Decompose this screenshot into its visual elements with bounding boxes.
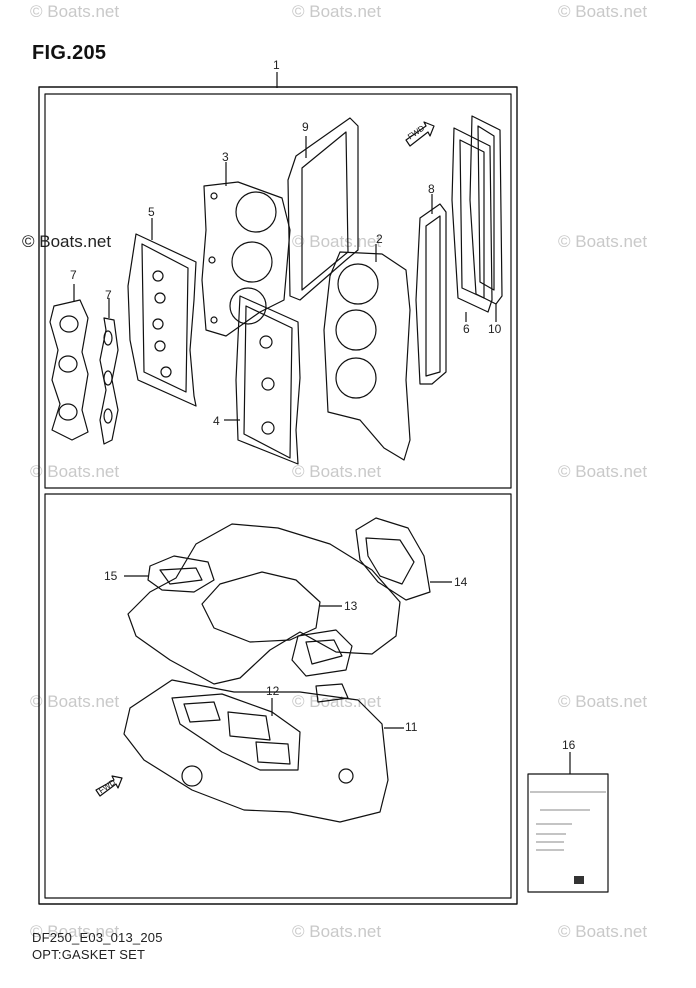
watermark: © Boats.net [558, 692, 648, 711]
watermark: © Boats.net [30, 692, 120, 711]
watermark: © Boats.net [558, 232, 648, 251]
part-number-12: 12 [266, 684, 280, 698]
fwd-arrow-bottom [95, 775, 123, 797]
watermark: © Boats.net [292, 692, 382, 711]
watermark: © Boats.net [292, 922, 382, 941]
watermark: © Boats.net [558, 462, 648, 481]
watermark: © Boats.net [30, 922, 120, 941]
figure-title: FIG.205 [32, 42, 107, 64]
part-number-2: 2 [376, 232, 383, 246]
part-14-gasket [355, 517, 431, 601]
part-7-gasket [49, 299, 89, 441]
drawing-caption: OPT:GASKET SET [32, 947, 146, 962]
watermark: © Boats.net [558, 2, 648, 21]
part-number-3: 3 [222, 150, 229, 164]
part-11-gasket [123, 679, 389, 823]
watermark: © Boats.net [558, 922, 648, 941]
part-2-gasket [323, 251, 411, 461]
drawing-code: DF250_E03_013_205 [32, 930, 163, 945]
part-number-5: 5 [148, 205, 155, 219]
part-number-7: 7 [70, 268, 77, 282]
part-number-7b: 7 [105, 288, 112, 302]
part-16-sheet [527, 773, 609, 893]
part-5-gasket [127, 233, 197, 407]
part-15-gasket [147, 555, 215, 593]
watermark: © Boats.net [292, 232, 382, 251]
part-13-gasket [127, 523, 401, 685]
part-number-1: 1 [273, 58, 280, 72]
part-12-gasket [171, 693, 301, 771]
part-8-gasket [415, 203, 447, 385]
part-number-6: 6 [463, 322, 470, 336]
part-number-13: 13 [344, 599, 358, 613]
part-number-11: 11 [405, 720, 418, 734]
watermark: © Boats.net [292, 462, 382, 481]
part-number-8: 8 [428, 182, 435, 196]
fwd-arrow-top [405, 121, 435, 147]
part-13b-gasket [291, 629, 353, 677]
part-number-14: 14 [454, 575, 468, 589]
part-number-10: 10 [488, 322, 502, 336]
watermark: © Boats.net [292, 2, 382, 21]
part-3-gasket [201, 181, 291, 337]
part-number-4: 4 [213, 414, 220, 428]
part-number-9: 9 [302, 120, 309, 134]
part-7b-gasket [99, 317, 119, 445]
watermark: © Boats.net [22, 232, 112, 251]
part-number-15: 15 [104, 569, 118, 583]
part-4-gasket [235, 295, 301, 465]
part-number-16: 16 [562, 738, 576, 752]
watermark: © Boats.net [30, 2, 120, 21]
watermark: © Boats.net [30, 462, 120, 481]
part-6-gasket [451, 127, 493, 313]
part-9-gasket [287, 117, 359, 301]
